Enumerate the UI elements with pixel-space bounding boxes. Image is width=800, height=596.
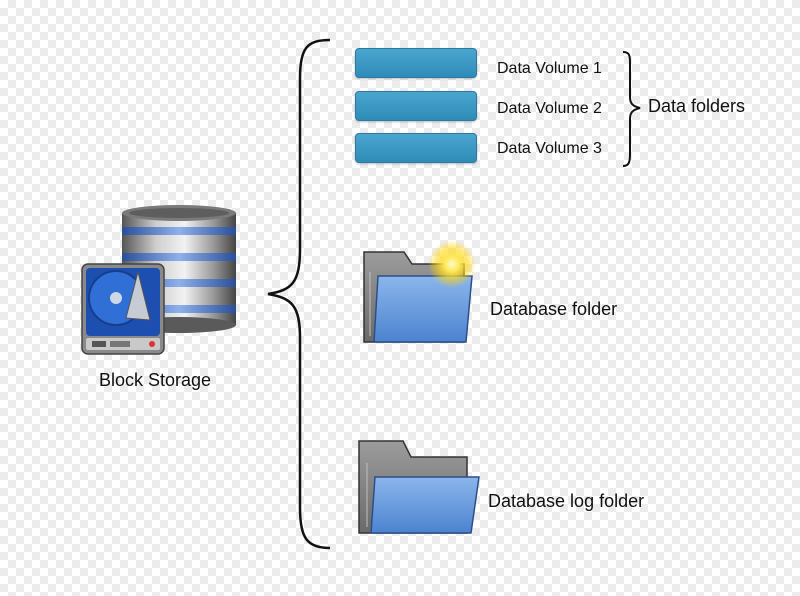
data-volume-label-1: Data Volume 1 xyxy=(497,60,602,77)
hard-drive-icon xyxy=(81,263,165,355)
data-volumes-brace xyxy=(622,51,641,167)
open-folder-icon xyxy=(363,240,476,343)
data-volume-bar-2 xyxy=(355,91,477,121)
data-volume-label-3: Data Volume 3 xyxy=(497,140,602,157)
block-storage-label: Block Storage xyxy=(99,370,212,390)
data-volume-bar-3 xyxy=(355,133,477,163)
data-volume-label-2: Data Volume 2 xyxy=(497,100,602,117)
database-folder-label: Database folder xyxy=(490,299,618,319)
main-curly-brace xyxy=(267,38,331,550)
data-folders-label: Data folders xyxy=(648,96,746,116)
database-log-folder-label: Database log folder xyxy=(488,491,645,511)
folder-icon xyxy=(358,440,480,534)
data-volume-bar-1 xyxy=(355,48,477,78)
